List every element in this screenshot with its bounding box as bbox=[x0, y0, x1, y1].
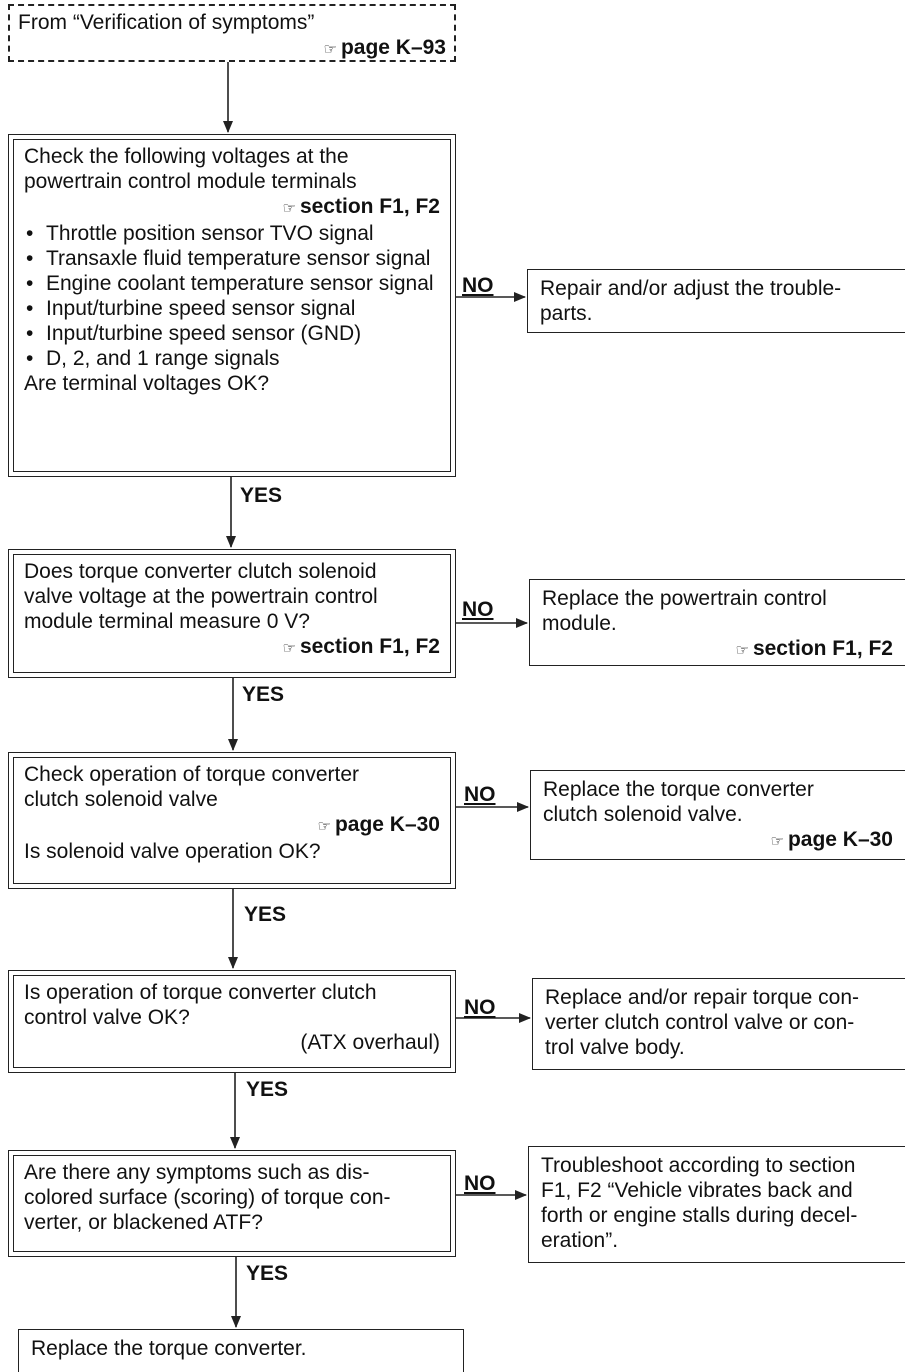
step5-line: verter, or blackened ATF? bbox=[24, 1211, 263, 1234]
step5-box: Are there any symptoms such as dis- colo… bbox=[8, 1150, 456, 1257]
step3-action-reference: ☞page K–30 bbox=[543, 827, 893, 854]
start-reference: ☞page K–93 bbox=[18, 35, 446, 62]
list-item: Throttle position sensor TVO signal bbox=[24, 221, 440, 246]
action-line: Troubleshoot according to section bbox=[541, 1154, 856, 1177]
step2-line: module terminal measure 0 V? bbox=[24, 610, 310, 633]
action-line: F1, F2 “Vehicle vibrates back and bbox=[541, 1179, 853, 1202]
step3-box: Check operation of torque converter clut… bbox=[8, 752, 456, 889]
step1-box: Check the following voltages at the powe… bbox=[8, 134, 456, 477]
action-line: verter clutch control valve or con- bbox=[545, 1011, 855, 1034]
step4-note: (ATX overhaul) bbox=[300, 1031, 440, 1054]
start-text: From “Verification of symptoms” bbox=[18, 11, 315, 34]
step4-content: Is operation of torque converter clutch … bbox=[13, 975, 451, 1068]
step5-yes-label: YES bbox=[246, 1262, 289, 1285]
step5-line: colored surface (scoring) of torque con- bbox=[24, 1186, 391, 1209]
action-line: parts. bbox=[540, 302, 593, 325]
step4-line: control valve OK? bbox=[24, 1006, 190, 1029]
step3-question: Is solenoid valve operation OK? bbox=[24, 840, 321, 863]
step4-line: Is operation of torque converter clutch bbox=[24, 981, 377, 1004]
final-action-box: Replace the torque converter. bbox=[18, 1329, 464, 1372]
step5-line: Are there any symptoms such as dis- bbox=[24, 1161, 370, 1184]
final-text: Replace the torque converter. bbox=[31, 1337, 307, 1360]
step2-action-ref-text: section F1, F2 bbox=[752, 637, 893, 660]
pointing-hand-icon: ☞ bbox=[735, 642, 749, 659]
step1-line: Check the following voltages at the bbox=[24, 145, 349, 168]
step3-reference: ☞page K–30 bbox=[24, 812, 440, 839]
pointing-hand-icon: ☞ bbox=[317, 818, 331, 835]
list-item: Engine coolant temperature sensor signal bbox=[24, 271, 440, 296]
step2-no-label: NO bbox=[462, 598, 494, 621]
step1-bullet-list: Throttle position sensor TVO signal Tran… bbox=[24, 221, 440, 371]
action-line: trol valve body. bbox=[545, 1036, 685, 1059]
step1-line: powertrain control module terminals bbox=[24, 170, 357, 193]
action-line: Replace and/or repair torque con- bbox=[545, 986, 860, 1009]
action-line: Replace the torque converter bbox=[543, 778, 814, 801]
action-line: Replace the powertrain control bbox=[542, 587, 827, 610]
step3-line: clutch solenoid valve bbox=[24, 788, 218, 811]
step2-action-reference: ☞section F1, F2 bbox=[542, 636, 894, 663]
action-line: Repair and/or adjust the trouble- bbox=[540, 277, 842, 300]
step1-reference: ☞section F1, F2 bbox=[24, 194, 441, 221]
pointing-hand-icon: ☞ bbox=[282, 200, 296, 217]
step3-line: Check operation of torque converter bbox=[24, 763, 360, 786]
step4-no-label: NO bbox=[464, 996, 496, 1019]
step2-line: valve voltage at the powertrain control bbox=[24, 585, 378, 608]
step3-ref-text: page K–30 bbox=[334, 813, 440, 836]
action-line: clutch solenoid valve. bbox=[543, 803, 743, 826]
step5-no-label: NO bbox=[464, 1172, 496, 1195]
step1-yes-label: YES bbox=[240, 484, 283, 507]
step1-no-label: NO bbox=[462, 274, 494, 297]
start-ref-text: page K–93 bbox=[340, 36, 446, 59]
step2-line: Does torque converter clutch solenoid bbox=[24, 560, 377, 583]
pointing-hand-icon: ☞ bbox=[282, 640, 296, 657]
step2-no-action-box: Replace the powertrain control module. ☞… bbox=[529, 579, 905, 666]
step2-reference: ☞section F1, F2 bbox=[24, 634, 441, 661]
step1-no-action-box: Repair and/or adjust the trouble- parts. bbox=[527, 269, 905, 333]
list-item: Transaxle fluid temperature sensor signa… bbox=[24, 246, 440, 271]
pointing-hand-icon: ☞ bbox=[770, 833, 784, 850]
action-line: module. bbox=[542, 612, 617, 635]
step2-yes-label: YES bbox=[242, 683, 285, 706]
step4-box: Is operation of torque converter clutch … bbox=[8, 970, 456, 1073]
list-item: Input/turbine speed sensor signal bbox=[24, 296, 440, 321]
list-item: D, 2, and 1 range signals bbox=[24, 346, 440, 371]
step3-no-label: NO bbox=[464, 783, 496, 806]
pointing-hand-icon: ☞ bbox=[323, 41, 337, 58]
step4-no-action-box: Replace and/or repair torque con- verter… bbox=[532, 978, 905, 1070]
step3-action-ref-text: page K–30 bbox=[787, 828, 893, 851]
step1-question: Are terminal voltages OK? bbox=[24, 372, 270, 395]
step1-content: Check the following voltages at the powe… bbox=[13, 139, 451, 472]
step3-yes-label: YES bbox=[244, 903, 287, 926]
step4-yes-label: YES bbox=[246, 1078, 289, 1101]
step5-content: Are there any symptoms such as dis- colo… bbox=[13, 1155, 451, 1252]
step2-content: Does torque converter clutch solenoid va… bbox=[13, 554, 451, 673]
step2-box: Does torque converter clutch solenoid va… bbox=[8, 549, 456, 678]
step3-content: Check operation of torque converter clut… bbox=[13, 757, 451, 884]
step3-no-action-box: Replace the torque converter clutch sole… bbox=[530, 770, 905, 860]
step5-no-action-box: Troubleshoot according to section F1, F2… bbox=[528, 1146, 905, 1263]
list-item: Input/turbine speed sensor (GND) bbox=[24, 321, 440, 346]
step1-ref-text: section F1, F2 bbox=[299, 195, 440, 218]
action-line: forth or engine stalls during decel- bbox=[541, 1204, 858, 1227]
action-line: eration”. bbox=[541, 1229, 619, 1252]
start-box: From “Verification of symptoms” ☞page K–… bbox=[8, 4, 456, 62]
step2-ref-text: section F1, F2 bbox=[299, 635, 440, 658]
